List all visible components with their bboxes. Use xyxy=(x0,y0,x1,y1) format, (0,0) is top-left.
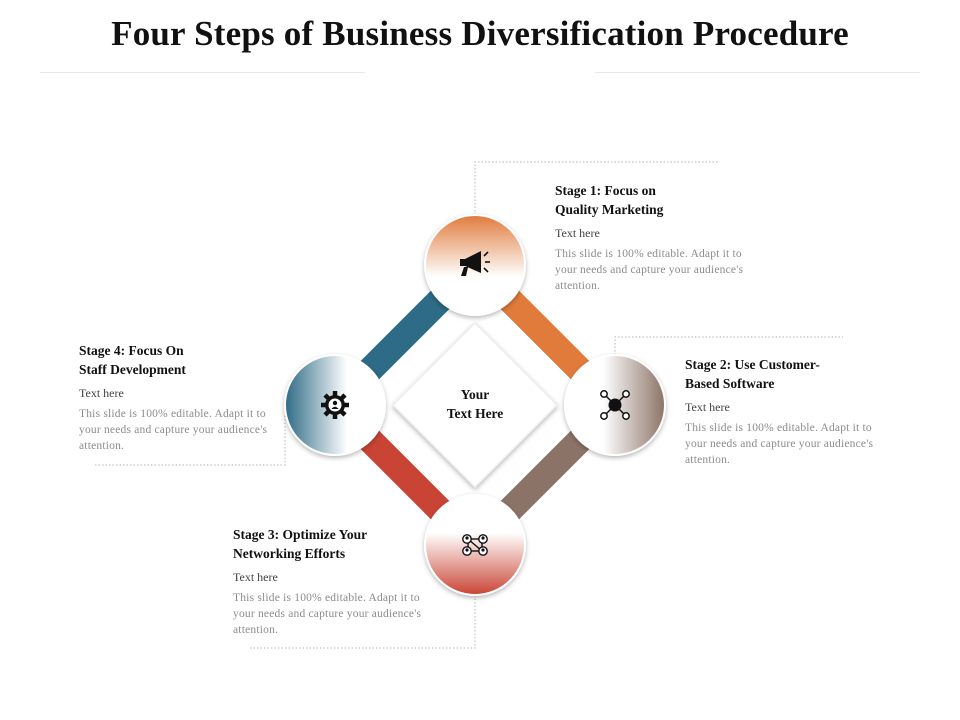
stage-3-description: This slide is 100% editable. Adapt it to… xyxy=(233,592,422,636)
center-diamond xyxy=(391,321,559,489)
stage-4-description: This slide is 100% editable. Adapt it to… xyxy=(79,408,268,452)
connector-stage-1 xyxy=(474,161,718,215)
stage-3-title-line-2: Networking Efforts xyxy=(233,546,346,561)
stage-2-subtitle: Text here xyxy=(685,400,730,414)
center-text-line-1: Your xyxy=(460,387,490,402)
title-divider-right xyxy=(595,72,920,73)
stage-4-title-line-1: Stage 4: Focus On xyxy=(79,343,184,358)
stage-4-subtitle: Text here xyxy=(79,386,124,400)
stage-2-title-line-2: Based Software xyxy=(685,376,775,391)
stage-4-title: Stage 4: Focus On Staff Development xyxy=(79,341,274,379)
people-network-icon xyxy=(462,534,488,556)
connector-stage-2 xyxy=(614,336,843,355)
stage-1-block: Stage 1: Focus on Quality Marketing Text… xyxy=(555,181,750,294)
stage-4-block: Stage 4: Focus On Staff Development Text… xyxy=(79,341,274,454)
title-divider-left xyxy=(40,72,365,73)
stage-3-block: Stage 3: Optimize Your Networking Effort… xyxy=(233,525,428,638)
stage-1-title: Stage 1: Focus on Quality Marketing xyxy=(555,181,750,219)
stage-2-block: Stage 2: Use Customer- Based Software Te… xyxy=(685,355,880,468)
connector-stage-3 xyxy=(250,595,476,649)
stage-1-subtitle: Text here xyxy=(555,226,600,240)
stage-1-description: This slide is 100% editable. Adapt it to… xyxy=(555,248,744,292)
gear-person-icon xyxy=(321,391,349,419)
center-text-line-2: Text Here xyxy=(446,406,504,421)
stage-1-title-line-2: Quality Marketing xyxy=(555,202,664,217)
stage-3-subtitle: Text here xyxy=(233,570,278,584)
center-text: Your Text Here xyxy=(420,385,530,423)
megaphone-icon xyxy=(460,251,490,276)
stage-3-title: Stage 3: Optimize Your Networking Effort… xyxy=(233,525,428,563)
stage-4-title-line-2: Staff Development xyxy=(79,362,186,377)
stage-2-description: This slide is 100% editable. Adapt it to… xyxy=(685,422,874,466)
stage-3-title-line-1: Stage 3: Optimize Your xyxy=(233,527,368,542)
connector-stage-4 xyxy=(95,405,286,466)
stage-2-title-line-1: Stage 2: Use Customer- xyxy=(685,357,820,372)
network-hub-icon xyxy=(600,390,630,420)
stage-2-title: Stage 2: Use Customer- Based Software xyxy=(685,355,880,393)
stage-1-title-line-1: Stage 1: Focus on xyxy=(555,183,656,198)
page-title: Four Steps of Business Diversification P… xyxy=(111,14,849,53)
